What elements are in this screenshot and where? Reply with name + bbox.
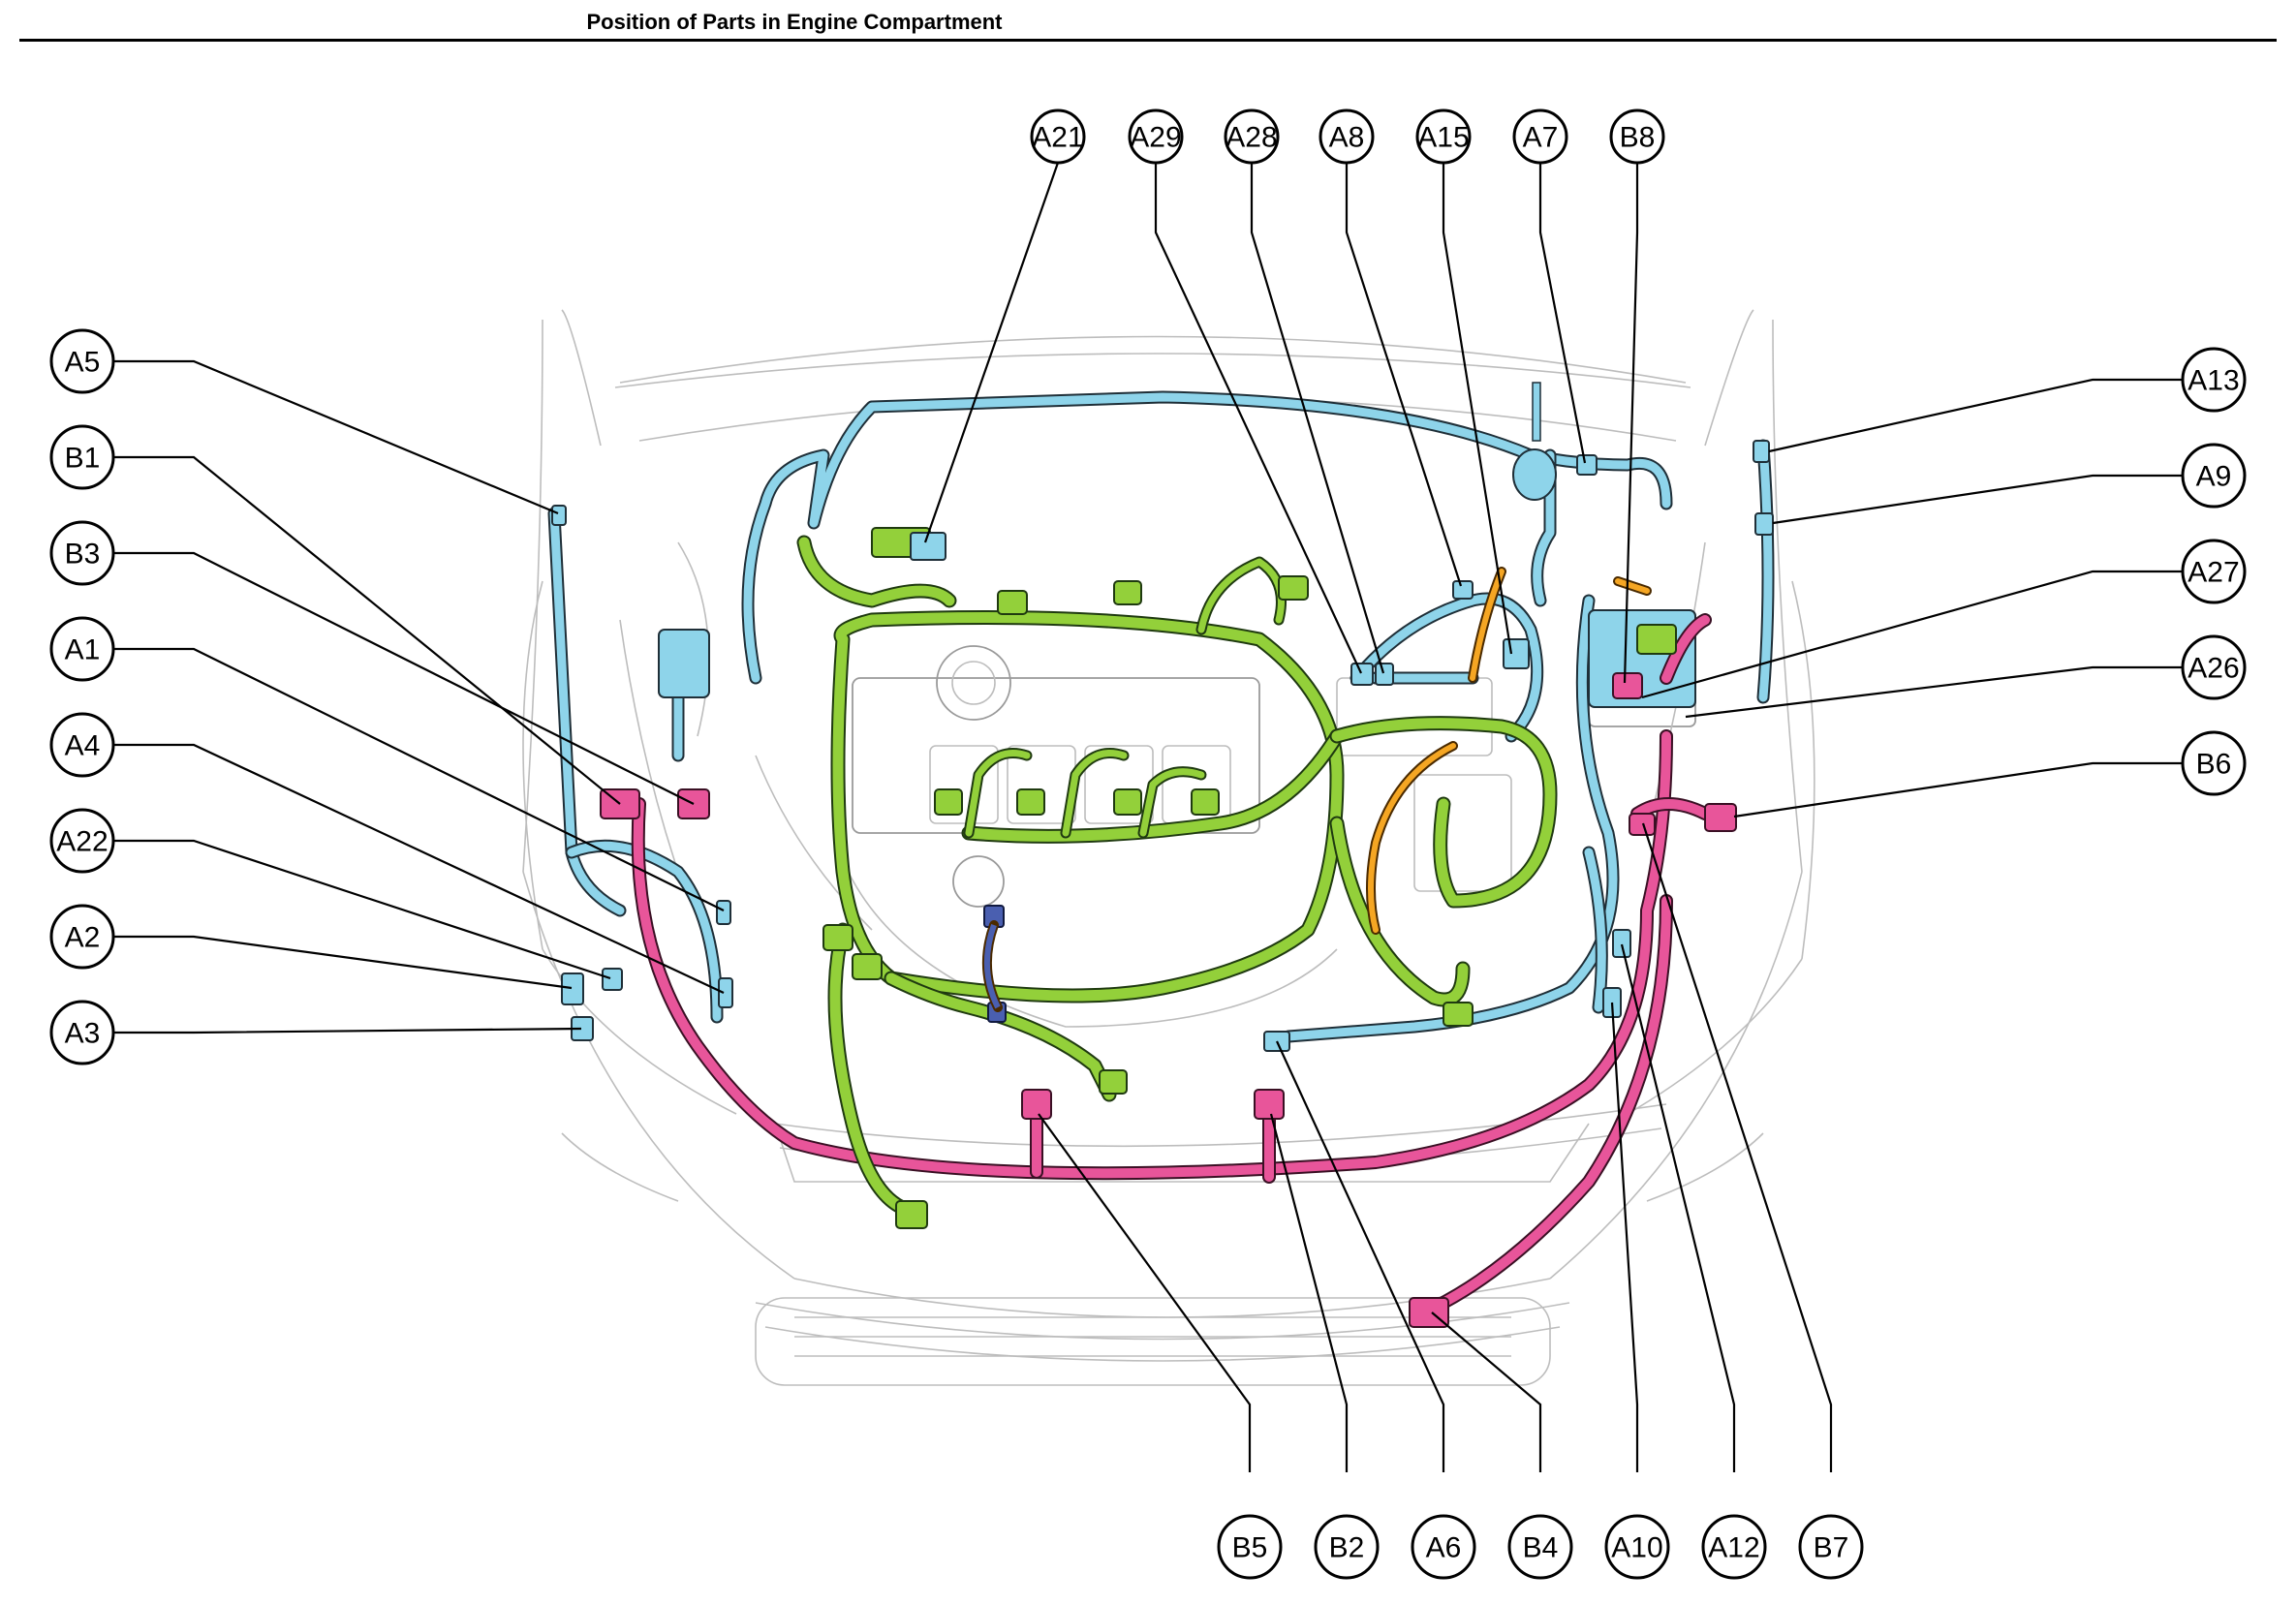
callout-A2: A2 <box>49 904 115 970</box>
callout-label: A27 <box>2187 557 2239 589</box>
callout-A8: A8 <box>1319 108 1375 165</box>
callout-A22: A22 <box>49 808 115 874</box>
page-title: Position of Parts in Engine Compartment <box>586 10 1003 34</box>
car-body-outline <box>522 309 1815 1386</box>
callout-A3: A3 <box>49 1000 115 1065</box>
callout-label: A15 <box>1417 122 1469 154</box>
callout-label: A28 <box>1226 122 1277 154</box>
callout-label: A10 <box>1611 1532 1662 1564</box>
callout-label: A26 <box>2187 653 2239 685</box>
callout-A12: A12 <box>1701 1514 1767 1580</box>
callout-B1: B1 <box>49 424 115 490</box>
callout-B4: B4 <box>1507 1514 1573 1580</box>
callout-label: A8 <box>1329 122 1365 154</box>
callout-label: B7 <box>1814 1532 1849 1564</box>
pink-harness <box>600 613 1737 1328</box>
callout-label: B2 <box>1329 1532 1365 1564</box>
callout-A6: A6 <box>1411 1514 1476 1580</box>
callout-label: B6 <box>2196 749 2232 781</box>
title-rule <box>19 39 2277 42</box>
callout-label: A3 <box>65 1018 101 1050</box>
leader-lines <box>113 162 2182 1472</box>
callout-A27: A27 <box>2181 539 2247 604</box>
callout-label: A13 <box>2187 365 2239 397</box>
callout-A15: A15 <box>1415 108 1472 165</box>
callout-label: A9 <box>2196 461 2232 493</box>
callout-A7: A7 <box>1512 108 1568 165</box>
callout-label: B5 <box>1232 1532 1268 1564</box>
callout-A26: A26 <box>2181 634 2247 700</box>
callout-label: A22 <box>56 826 108 858</box>
callout-label: A12 <box>1708 1532 1759 1564</box>
callout-A1: A1 <box>49 616 115 682</box>
callout-label: B1 <box>65 443 101 475</box>
callout-B3: B3 <box>49 520 115 586</box>
callout-A4: A4 <box>49 712 115 778</box>
part-connectors <box>551 382 1774 1052</box>
callout-label: A6 <box>1426 1532 1462 1564</box>
callout-A9: A9 <box>2181 443 2247 509</box>
callout-A29: A29 <box>1128 108 1184 165</box>
blue-harness <box>547 390 1775 1043</box>
callout-B6: B6 <box>2181 730 2247 796</box>
callout-label: B3 <box>65 539 101 571</box>
callout-label: A4 <box>65 730 101 762</box>
callout-A21: A21 <box>1030 108 1086 165</box>
callout-label: A29 <box>1130 122 1181 154</box>
callout-label: A21 <box>1032 122 1083 154</box>
callout-label: B8 <box>1620 122 1656 154</box>
callout-A10: A10 <box>1604 1514 1670 1580</box>
callout-B5: B5 <box>1217 1514 1283 1580</box>
callout-label: A7 <box>1523 122 1559 154</box>
callout-B8: B8 <box>1609 108 1665 165</box>
callout-A13: A13 <box>2181 347 2247 413</box>
callout-A28: A28 <box>1224 108 1280 165</box>
green-harness <box>796 527 1677 1229</box>
callout-label: A1 <box>65 634 101 666</box>
callout-B7: B7 <box>1798 1514 1864 1580</box>
callout-label: A2 <box>65 922 101 954</box>
orange-harness <box>1366 567 1652 935</box>
callout-B2: B2 <box>1314 1514 1380 1580</box>
callout-label: A5 <box>65 347 101 379</box>
callout-A5: A5 <box>49 328 115 394</box>
callout-label: B4 <box>1523 1532 1559 1564</box>
